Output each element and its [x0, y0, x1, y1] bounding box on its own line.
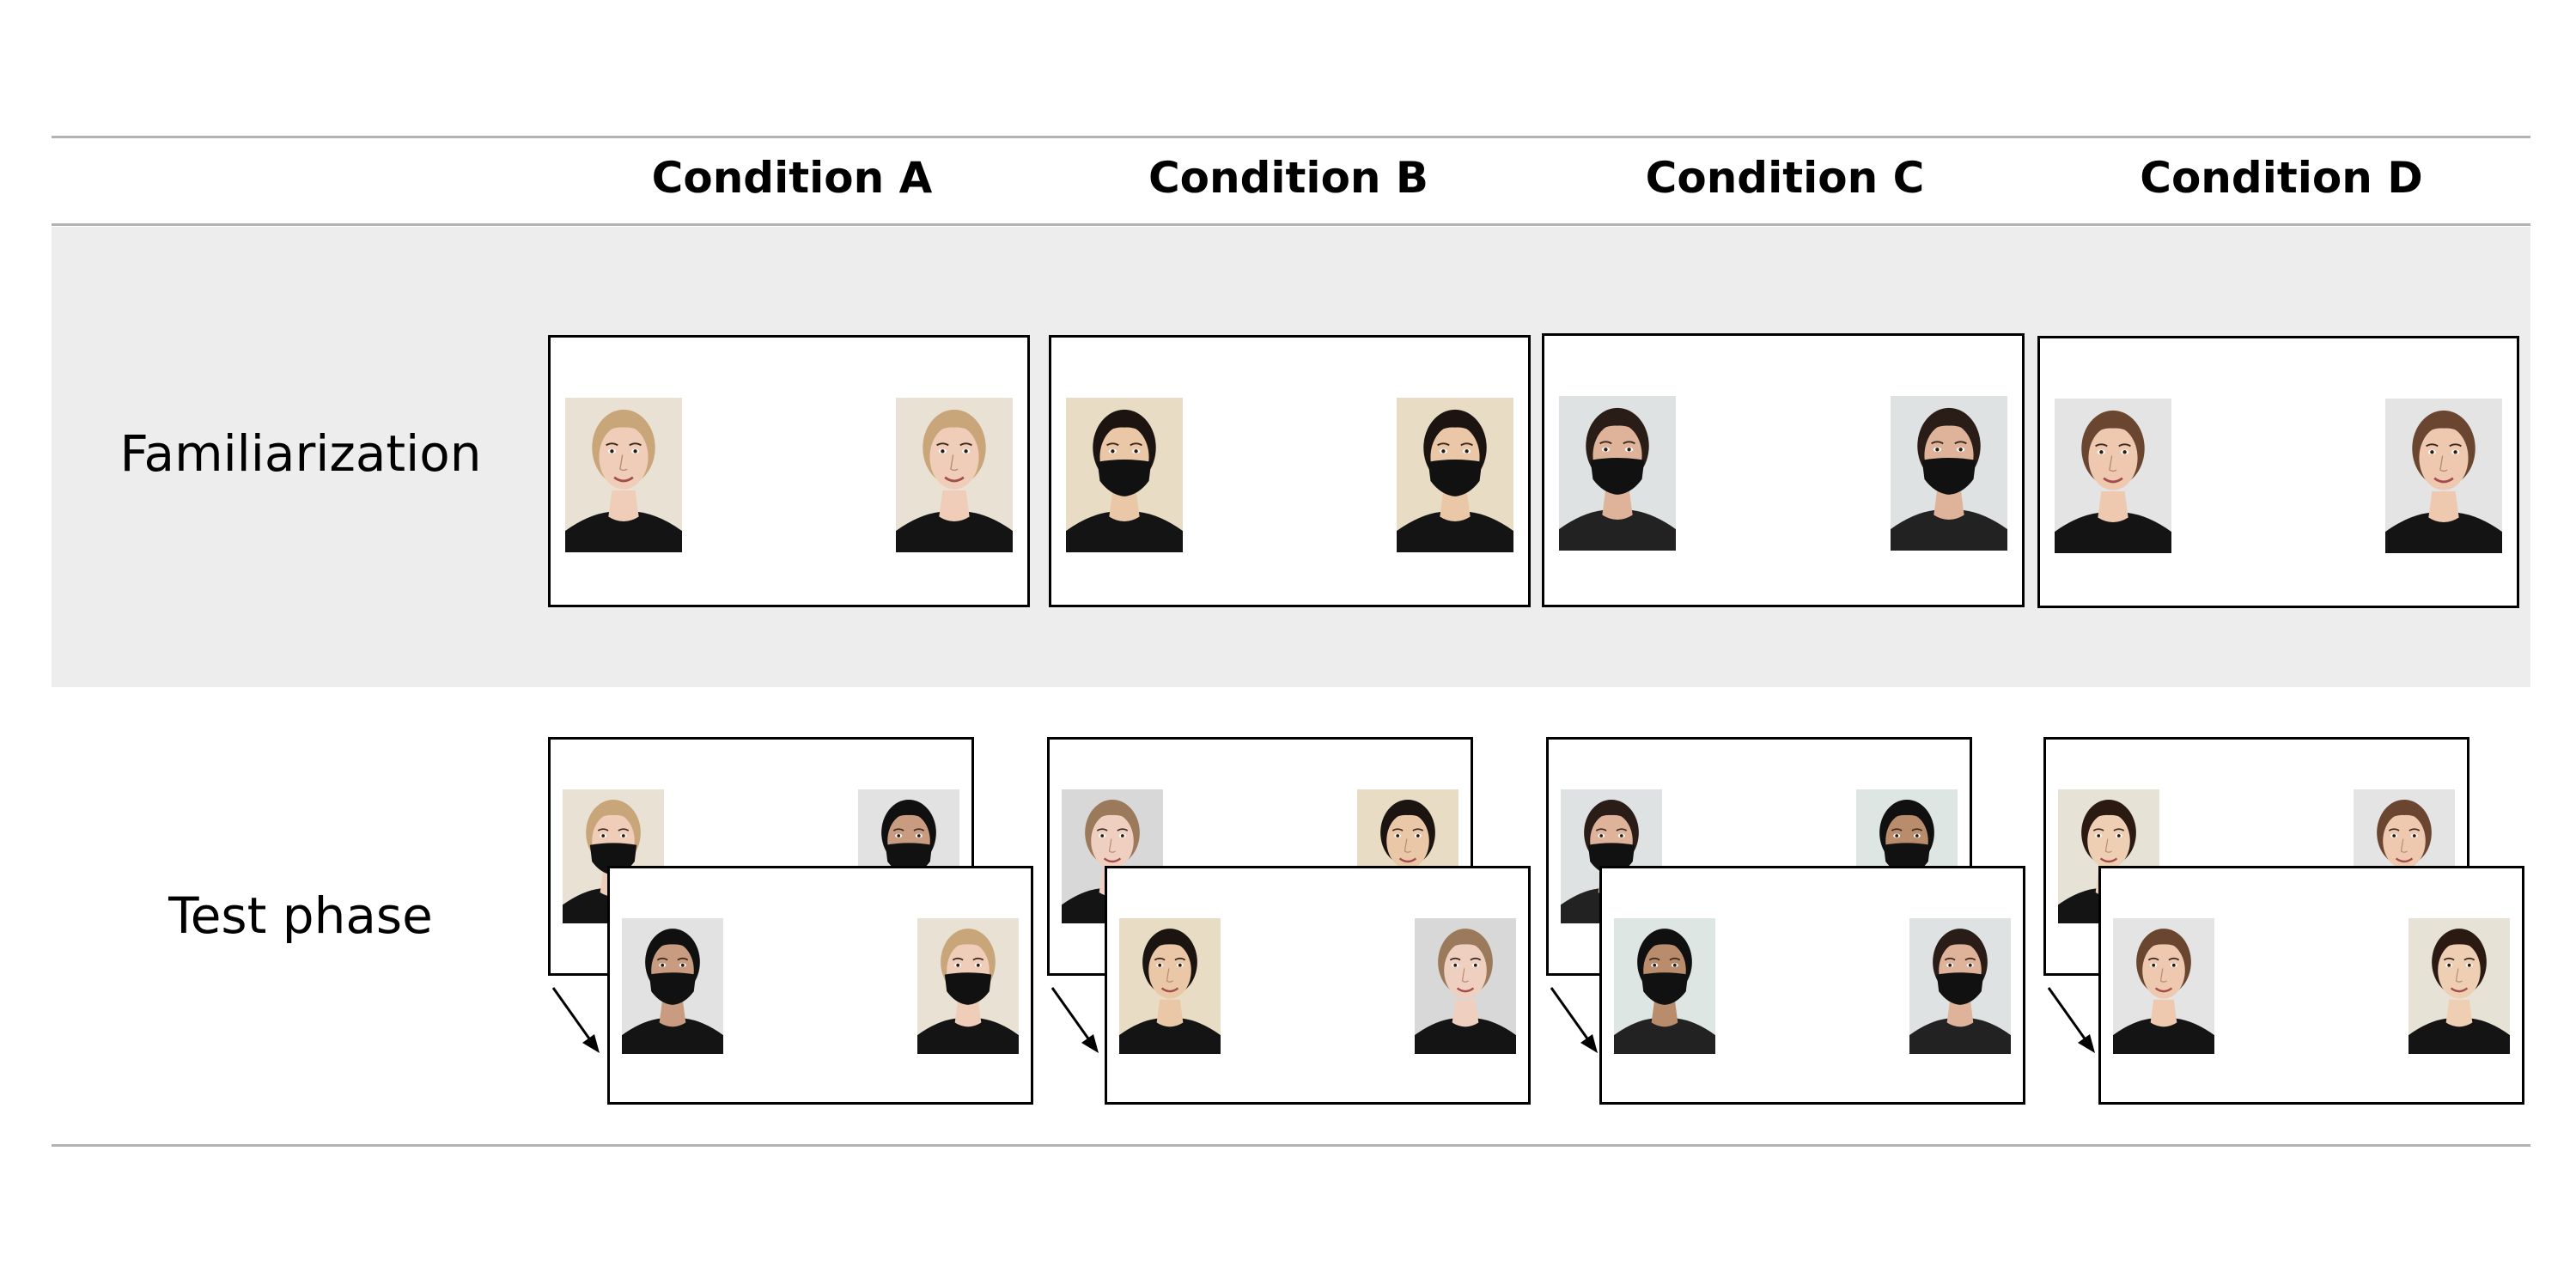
sequence-arrow-icon [551, 987, 600, 1053]
sequence-arrow-icon [2047, 987, 2095, 1053]
face-photo-test-front-b-left [1119, 918, 1221, 1054]
face-photo-test-front-d-right [2409, 918, 2510, 1054]
familiarization-frame-condition-b [1049, 335, 1531, 607]
row-label-familiarization: Familiarization [119, 424, 482, 483]
test-frame-front-condition-b [1105, 866, 1531, 1105]
face-photo-test-front-b-right [1415, 918, 1516, 1054]
familiarization-frame-condition-a [548, 335, 1030, 607]
top-rule [52, 136, 2530, 138]
header-rule [52, 223, 2530, 226]
face-photo-familiarization-b-right [1397, 398, 1513, 552]
test-frame-front-condition-c [1599, 866, 2025, 1105]
test-frame-front-condition-d [2098, 866, 2524, 1105]
face-photo-test-front-d-left [2113, 918, 2214, 1054]
face-photo-test-front-a-left [622, 918, 723, 1054]
face-photo-test-front-c-right [1909, 918, 2011, 1054]
column-header-condition-a: Condition A [651, 153, 933, 203]
familiarization-frame-condition-d [2037, 336, 2519, 608]
face-photo-familiarization-a-left [565, 398, 682, 552]
face-photo-familiarization-b-left [1066, 398, 1183, 552]
face-photo-familiarization-d-left [2055, 399, 2171, 553]
face-photo-familiarization-c-right [1891, 396, 2007, 551]
test-frame-front-condition-a [607, 866, 1033, 1105]
bottom-rule [52, 1144, 2530, 1147]
column-header-condition-d: Condition D [2140, 153, 2423, 203]
face-photo-familiarization-a-right [896, 398, 1013, 552]
column-header-condition-b: Condition B [1148, 153, 1429, 203]
sequence-arrow-icon [1550, 987, 1598, 1053]
face-photo-test-front-c-left [1614, 918, 1715, 1054]
sequence-arrow-icon [1050, 987, 1099, 1053]
familiarization-frame-condition-c [1542, 333, 2025, 607]
face-photo-familiarization-d-right [2385, 399, 2502, 553]
face-photo-test-front-a-right [917, 918, 1019, 1054]
row-label-test-phase: Test phase [168, 886, 433, 945]
column-header-condition-c: Condition C [1645, 153, 1925, 203]
face-photo-familiarization-c-left [1559, 396, 1676, 551]
